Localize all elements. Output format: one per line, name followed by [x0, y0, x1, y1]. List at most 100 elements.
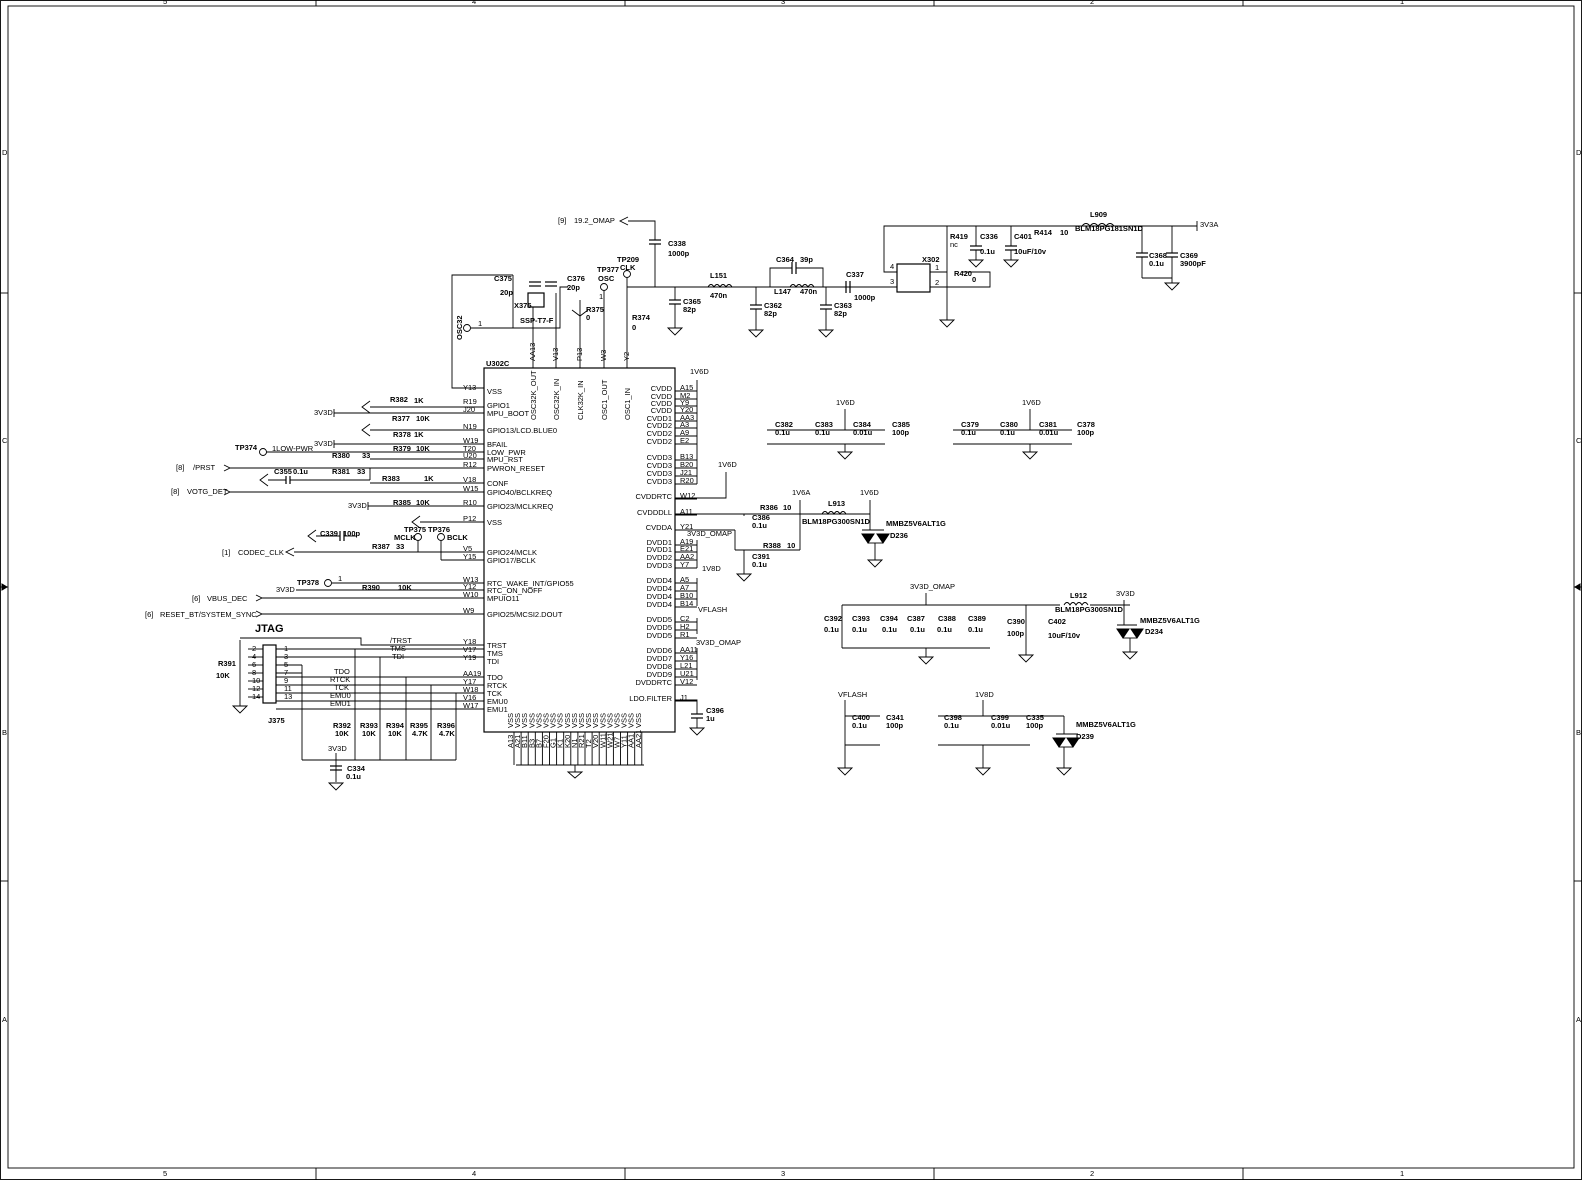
- c337-value: 1000p: [854, 293, 876, 302]
- c375-label: C375: [494, 274, 512, 283]
- reset-ref: [6]: [145, 610, 153, 619]
- chip-pin-number: Y20: [680, 405, 693, 414]
- ground-icon: [1021, 451, 1039, 460]
- c396-value: 1u: [706, 714, 715, 723]
- c369-label: C369: [1180, 251, 1198, 260]
- chip-pin-name: PWRON_RESET: [487, 464, 545, 473]
- row-label: B: [1576, 728, 1581, 737]
- c398-value: 0.1u: [944, 721, 959, 730]
- chip-pin-name: OSC32K_IN: [552, 379, 561, 420]
- vbus-label: VBUS_DEC: [207, 594, 248, 603]
- chip-pin-number: W17: [463, 701, 478, 710]
- chip-pin-number: M2: [680, 391, 690, 400]
- chip-pin-name: DVDD1: [647, 545, 672, 554]
- chip-pin-name: VSS: [627, 713, 636, 728]
- chip-pin-number: B10: [680, 591, 693, 600]
- chip-pin-number: B3: [527, 739, 536, 748]
- c382-value: 0.1u: [775, 428, 790, 437]
- chip-pin-number: J1: [680, 693, 688, 702]
- tp378-testpoint-icon: [324, 579, 332, 587]
- ground-icon: [1163, 282, 1181, 291]
- inductor-l909-icon: [1081, 223, 1115, 227]
- chip-pin-number: N1: [570, 738, 579, 748]
- c389-label: C389: [968, 614, 986, 623]
- chip-pin-number: U20: [463, 451, 477, 460]
- chip-pin-name: OSC32K_OUT: [529, 370, 538, 420]
- chip-pin-name: VSS: [556, 713, 565, 728]
- r374-value: 0: [632, 323, 636, 332]
- zener-diode-icon: [861, 533, 875, 544]
- rail-1v8d: 1V8D: [702, 564, 721, 573]
- chip-pin-number: J21: [680, 468, 692, 477]
- c399-label: C399: [991, 713, 1009, 722]
- chip-pin-number: L21: [680, 661, 693, 670]
- l909-value: BLM18PG181SN1D: [1075, 224, 1144, 233]
- chip-pin-name: VSS: [534, 713, 543, 728]
- c376-value: 20p: [567, 283, 580, 292]
- chip-pin-number: W10: [463, 590, 478, 599]
- rail-3v3d: 3V3D: [276, 585, 295, 594]
- c387-label: C387: [907, 614, 925, 623]
- row-label: B: [2, 728, 7, 737]
- chip-pin-number: W9: [463, 606, 474, 615]
- r375-value: 0: [586, 313, 590, 322]
- c388-value: 0.1u: [937, 625, 952, 634]
- rail-3v3d-omap: 3V3D_OMAP: [910, 582, 955, 591]
- col-label: 5: [163, 1169, 167, 1178]
- pin-number: 1: [935, 263, 939, 272]
- c390-label: C390: [1007, 617, 1025, 626]
- rail-3v3d-omap: 3V3D_OMAP: [696, 638, 741, 647]
- ground-icon: [231, 705, 249, 714]
- c393-value: 0.1u: [852, 625, 867, 634]
- chip-pin-number: E21: [680, 544, 693, 553]
- pin-number: 1: [478, 319, 482, 328]
- chip-pin-number: A13: [506, 735, 515, 748]
- chip-pin-name: DVDD4: [647, 600, 672, 609]
- chip-pin-name: CVDD2: [647, 421, 672, 430]
- pin-number: 4: [890, 262, 894, 271]
- jtag-emu1: EMU1: [330, 699, 351, 708]
- c376-label: C376: [567, 274, 585, 283]
- chip-pin-name: TCK: [487, 689, 502, 698]
- chip-pin-number: G1: [549, 738, 558, 748]
- chip-pin-name: GPIO24/MCLK: [487, 548, 537, 557]
- chip-pin-name: TRST: [487, 641, 507, 650]
- c400-value: 0.1u: [852, 721, 867, 730]
- ground-icon: [735, 573, 753, 582]
- inductor-l151-icon: [707, 284, 733, 288]
- c399-value: 0.01u: [991, 721, 1011, 730]
- l147-value: 470n: [800, 287, 818, 296]
- center-arrow-icon: [1574, 583, 1581, 591]
- rail-1v6a: 1V6A: [792, 488, 810, 497]
- ground-icon: [747, 329, 765, 338]
- reset-label: RESET_BT/SYSTEM_SYNC: [160, 610, 257, 619]
- rail-1v6d: 1V6D: [1022, 398, 1041, 407]
- chip-pin-name: VSS: [549, 713, 558, 728]
- chip-pin-number: V20: [591, 735, 600, 748]
- jtag-pin-number: 10: [252, 676, 260, 685]
- jtag-pin-number: 3: [284, 652, 288, 661]
- jtag-pin-number: 14: [252, 692, 260, 701]
- chip-pin-name: VSS: [487, 387, 502, 396]
- tp209-testpoint-icon: [623, 270, 631, 278]
- chip-pin-name: CVDD: [651, 392, 673, 401]
- inductor-l147-icon: [789, 284, 815, 288]
- pin-number: 1: [599, 292, 603, 301]
- r385-value: 10K: [416, 498, 430, 507]
- chip-pin-name: DVDD5: [647, 623, 672, 632]
- pin-number: 1: [338, 574, 342, 583]
- chip-pin-name: VSS: [591, 713, 600, 728]
- l913-value: BLM18PG300SN1D: [802, 517, 871, 526]
- r377-value: 10K: [416, 414, 430, 423]
- chip-pin-name: VSS: [506, 713, 515, 728]
- jtag-pin-number: 4: [252, 652, 256, 661]
- c387-value: 0.1u: [910, 625, 925, 634]
- x302-label: X302: [922, 255, 940, 264]
- chip-pin-name: VSS: [570, 713, 579, 728]
- chip-pin-name: OSC1_OUT: [600, 379, 609, 420]
- c336-label: C336: [980, 232, 998, 241]
- col-label: 1: [1400, 1169, 1404, 1178]
